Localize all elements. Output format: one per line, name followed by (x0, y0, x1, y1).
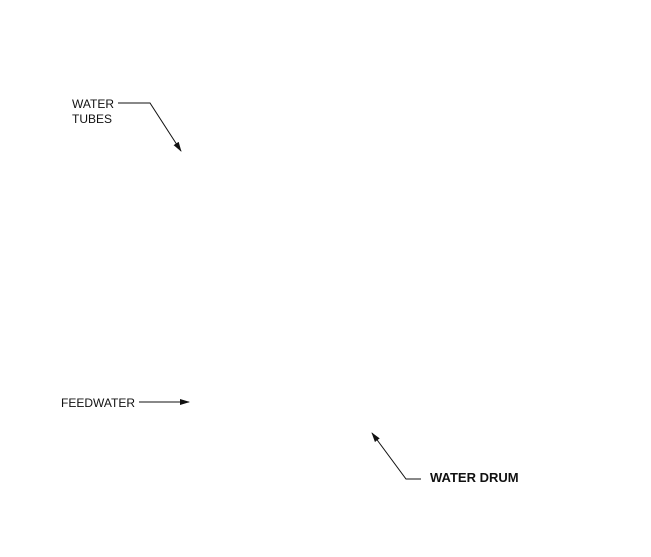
water-tubes-label: WATER TUBES (72, 97, 114, 127)
feedwater-label: FEEDWATER (61, 396, 135, 410)
water-drum-label: WATER DRUM (430, 470, 519, 485)
water-tubes-label-line-1: WATER (72, 97, 114, 111)
water-tubes-leader-arrow (118, 102, 182, 152)
water-drum-leader-arrow (371, 432, 421, 480)
water-tubes-label-line-2: TUBES (72, 112, 113, 126)
